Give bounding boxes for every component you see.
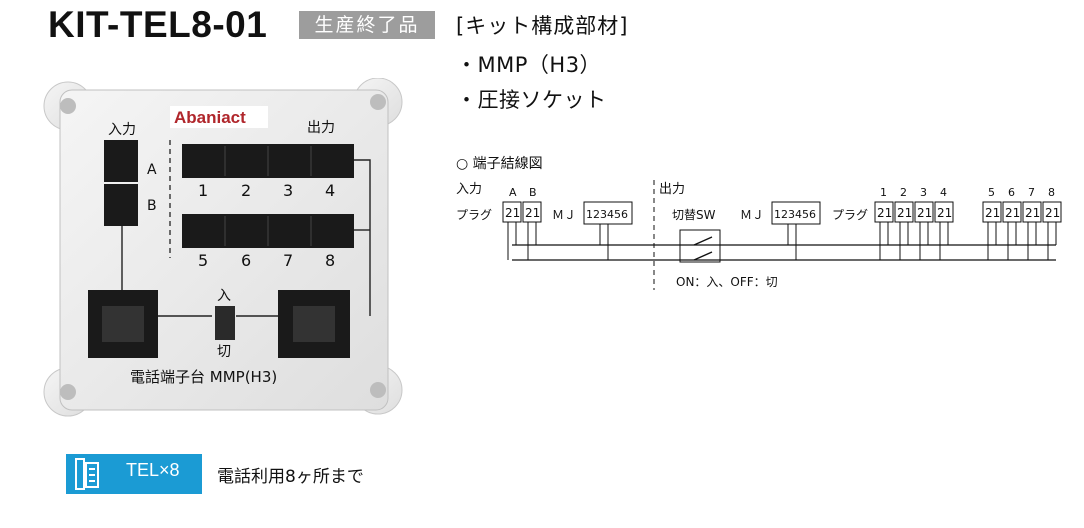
changeover-switch — [215, 306, 235, 340]
kit-item-mmp: ・MMP（H3） — [456, 53, 602, 77]
output-label: 出力 — [307, 120, 335, 136]
capacity-badge — [66, 454, 202, 494]
brand-logo — [170, 106, 268, 128]
output-number: 8 — [325, 251, 335, 270]
mj-label: ＭＪ — [740, 208, 764, 222]
output-terminal-box — [914, 201, 934, 223]
mj-label: ＭＪ — [552, 208, 576, 222]
diagram-b-label: B — [529, 186, 537, 199]
output-number: 1 — [198, 181, 208, 200]
pair-label: 21 — [1005, 206, 1020, 220]
kit-components-heading: [キット構成部材] — [456, 14, 629, 38]
modular-jack-output — [278, 290, 350, 358]
pair-label: 21 — [917, 206, 932, 220]
model-title: KIT-TEL8-01 — [48, 4, 268, 45]
port-a-label: A — [147, 162, 157, 178]
switch-label: 切替SW — [672, 208, 716, 222]
output-number-label: 7 — [1028, 186, 1035, 199]
plug-label: プラグ — [832, 208, 868, 222]
telephone-icon — [75, 458, 99, 490]
output-terminal-box — [934, 201, 954, 223]
input-connector-b — [104, 184, 138, 226]
capacity-description: 電話利用8ヶ所まで — [217, 467, 364, 487]
plug-label: プラグ — [456, 208, 492, 222]
output-terminals: 21 1 21 2 21 3 21 4 21 5 21 6 21 7 21 8 — [874, 186, 1062, 260]
output-terminal-box — [1022, 201, 1042, 223]
port-b-label: B — [147, 198, 157, 214]
output-terminal-box — [894, 201, 914, 223]
pair-label: 21 — [985, 206, 1000, 220]
modular-jack-input — [88, 290, 158, 358]
svg-text:Abaniact: Abaniact — [174, 108, 246, 127]
switch-off-label: 切 — [217, 344, 231, 360]
output-number: 2 — [241, 181, 251, 200]
kit-item-socket: ・圧接ソケット — [456, 88, 607, 112]
switch-on-label: 入 — [217, 288, 231, 304]
input-connector-a — [104, 140, 138, 182]
diagram-a-label: A — [509, 186, 517, 199]
diagram-output-label: 出力 — [659, 182, 685, 197]
output-terminal-box — [1042, 201, 1062, 223]
output-number: 6 — [241, 251, 251, 270]
output-number-label: 4 — [940, 186, 947, 199]
output-terminal-box — [982, 201, 1002, 223]
output-number: 7 — [283, 251, 293, 270]
output-terminal-box — [1002, 201, 1022, 223]
output-number-label: 8 — [1048, 186, 1055, 199]
discontinued-badge: 生産終了品 — [299, 11, 435, 39]
wiring-diagram: ○ 端子結線図 入力 A B 出力 プラグ 21 21 ＭＪ 123456 切替… — [456, 156, 1062, 290]
output-number-label: 6 — [1008, 186, 1015, 199]
output-number-label: 1 — [880, 186, 887, 199]
capacity-badge-text: TEL×8 — [126, 460, 180, 480]
product-name-label: 電話端子台 MMP(H3) — [130, 368, 277, 386]
output-connectors-row2 — [182, 214, 354, 248]
product-photo: Abaniact 入力 出力 A B 1 2 3 4 5 6 7 8 入 — [43, 78, 403, 417]
switch-note: ON：入、OFF：切 — [676, 275, 778, 289]
mj-pin-label: 123456 — [586, 208, 628, 221]
pair-label: 21 — [505, 206, 520, 220]
input-label: 入力 — [108, 122, 136, 138]
output-number-label: 3 — [920, 186, 927, 199]
output-number-label: 5 — [988, 186, 995, 199]
pair-label: 21 — [937, 206, 952, 220]
output-number: 5 — [198, 251, 208, 270]
diagram-title: ○ 端子結線図 — [456, 156, 543, 172]
diagram-input-label: 入力 — [456, 182, 482, 197]
pair-label: 21 — [525, 206, 540, 220]
terminal-plate — [59, 89, 389, 411]
pair-label: 21 — [1025, 206, 1040, 220]
pair-label: 21 — [877, 206, 892, 220]
output-terminal-box — [874, 201, 894, 223]
mj-pin-label: 123456 — [774, 208, 816, 221]
output-connectors-row1 — [182, 144, 354, 178]
output-number: 4 — [325, 181, 335, 200]
output-number-label: 2 — [900, 186, 907, 199]
pair-label: 21 — [1045, 206, 1060, 220]
pair-label: 21 — [897, 206, 912, 220]
output-number: 3 — [283, 181, 293, 200]
